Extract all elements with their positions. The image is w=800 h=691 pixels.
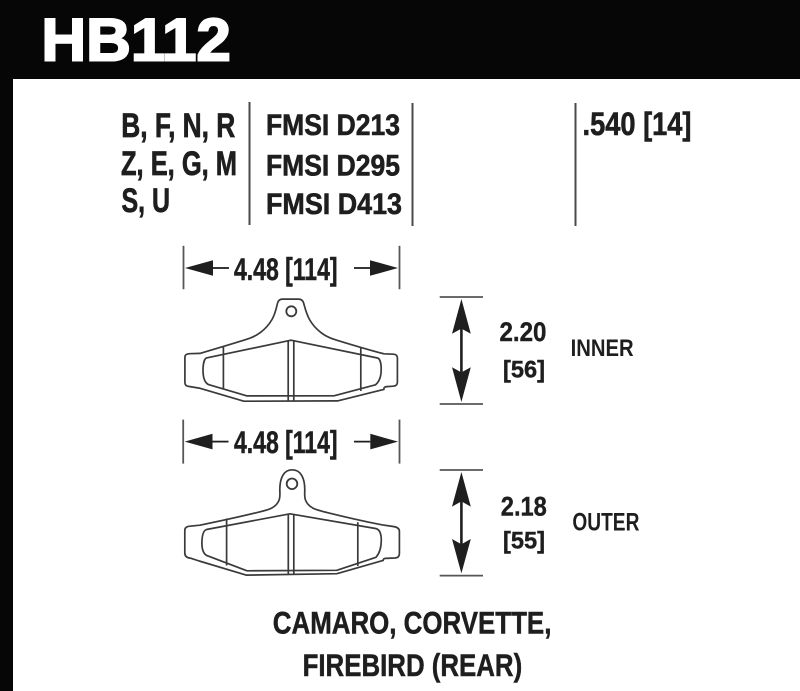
svg-text:FMSI D413: FMSI D413 — [266, 188, 402, 221]
svg-text:S, U: S, U — [122, 182, 171, 220]
svg-text:CAMARO, CORVETTE,: CAMARO, CORVETTE, — [273, 605, 552, 641]
svg-text:FMSI D213: FMSI D213 — [266, 109, 400, 142]
svg-text:FMSI D295: FMSI D295 — [266, 149, 400, 182]
svg-text:Z, E, G, M: Z, E, G, M — [121, 145, 237, 183]
svg-text:4.48 [114]: 4.48 [114] — [234, 424, 338, 460]
svg-text:2.20: 2.20 — [500, 317, 547, 347]
svg-text:[56]: [56] — [503, 356, 545, 383]
svg-text:.540 [14]: .540 [14] — [583, 106, 692, 142]
svg-text:2.18: 2.18 — [501, 492, 547, 522]
svg-text:4.48 [114]: 4.48 [114] — [234, 251, 338, 287]
svg-text:FIREBIRD (REAR): FIREBIRD (REAR) — [303, 647, 523, 683]
svg-text:OUTER: OUTER — [572, 509, 639, 536]
svg-text:B, F, N, R: B, F, N, R — [121, 107, 235, 145]
svg-text:[55]: [55] — [503, 528, 545, 555]
svg-text:HB112: HB112 — [41, 5, 231, 73]
svg-text:INNER: INNER — [571, 335, 634, 362]
